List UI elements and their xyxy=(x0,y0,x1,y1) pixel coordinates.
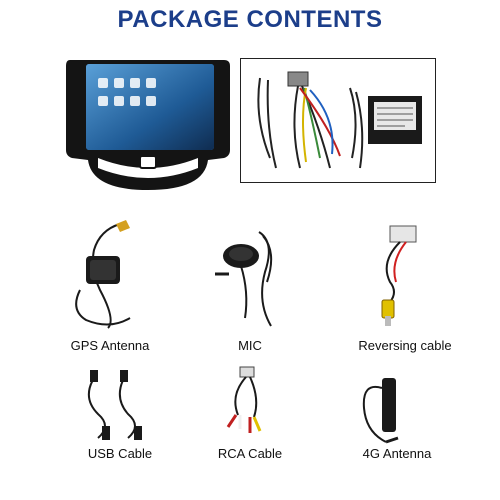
page-title: PACKAGE CONTENTS xyxy=(117,6,383,33)
rca-cable-image xyxy=(210,365,290,445)
usb-cable-label: USB Cable xyxy=(87,446,153,461)
microphone-image xyxy=(205,222,295,332)
head-unit-image xyxy=(58,50,238,200)
wiring-harness-image xyxy=(240,58,436,183)
gps-antenna-image xyxy=(60,220,160,330)
4g-antenna-label: 4G Antenna xyxy=(362,446,432,461)
usb-cable-image xyxy=(78,368,168,443)
reversing-cable-label: Reversing cable xyxy=(358,338,452,353)
mic-label: MIC xyxy=(238,338,262,353)
reversing-cable-image xyxy=(360,222,440,332)
rca-cable-label: RCA Cable xyxy=(217,446,283,461)
gps-antenna-label: GPS Antenna xyxy=(70,338,150,353)
4g-antenna-image xyxy=(352,368,442,448)
